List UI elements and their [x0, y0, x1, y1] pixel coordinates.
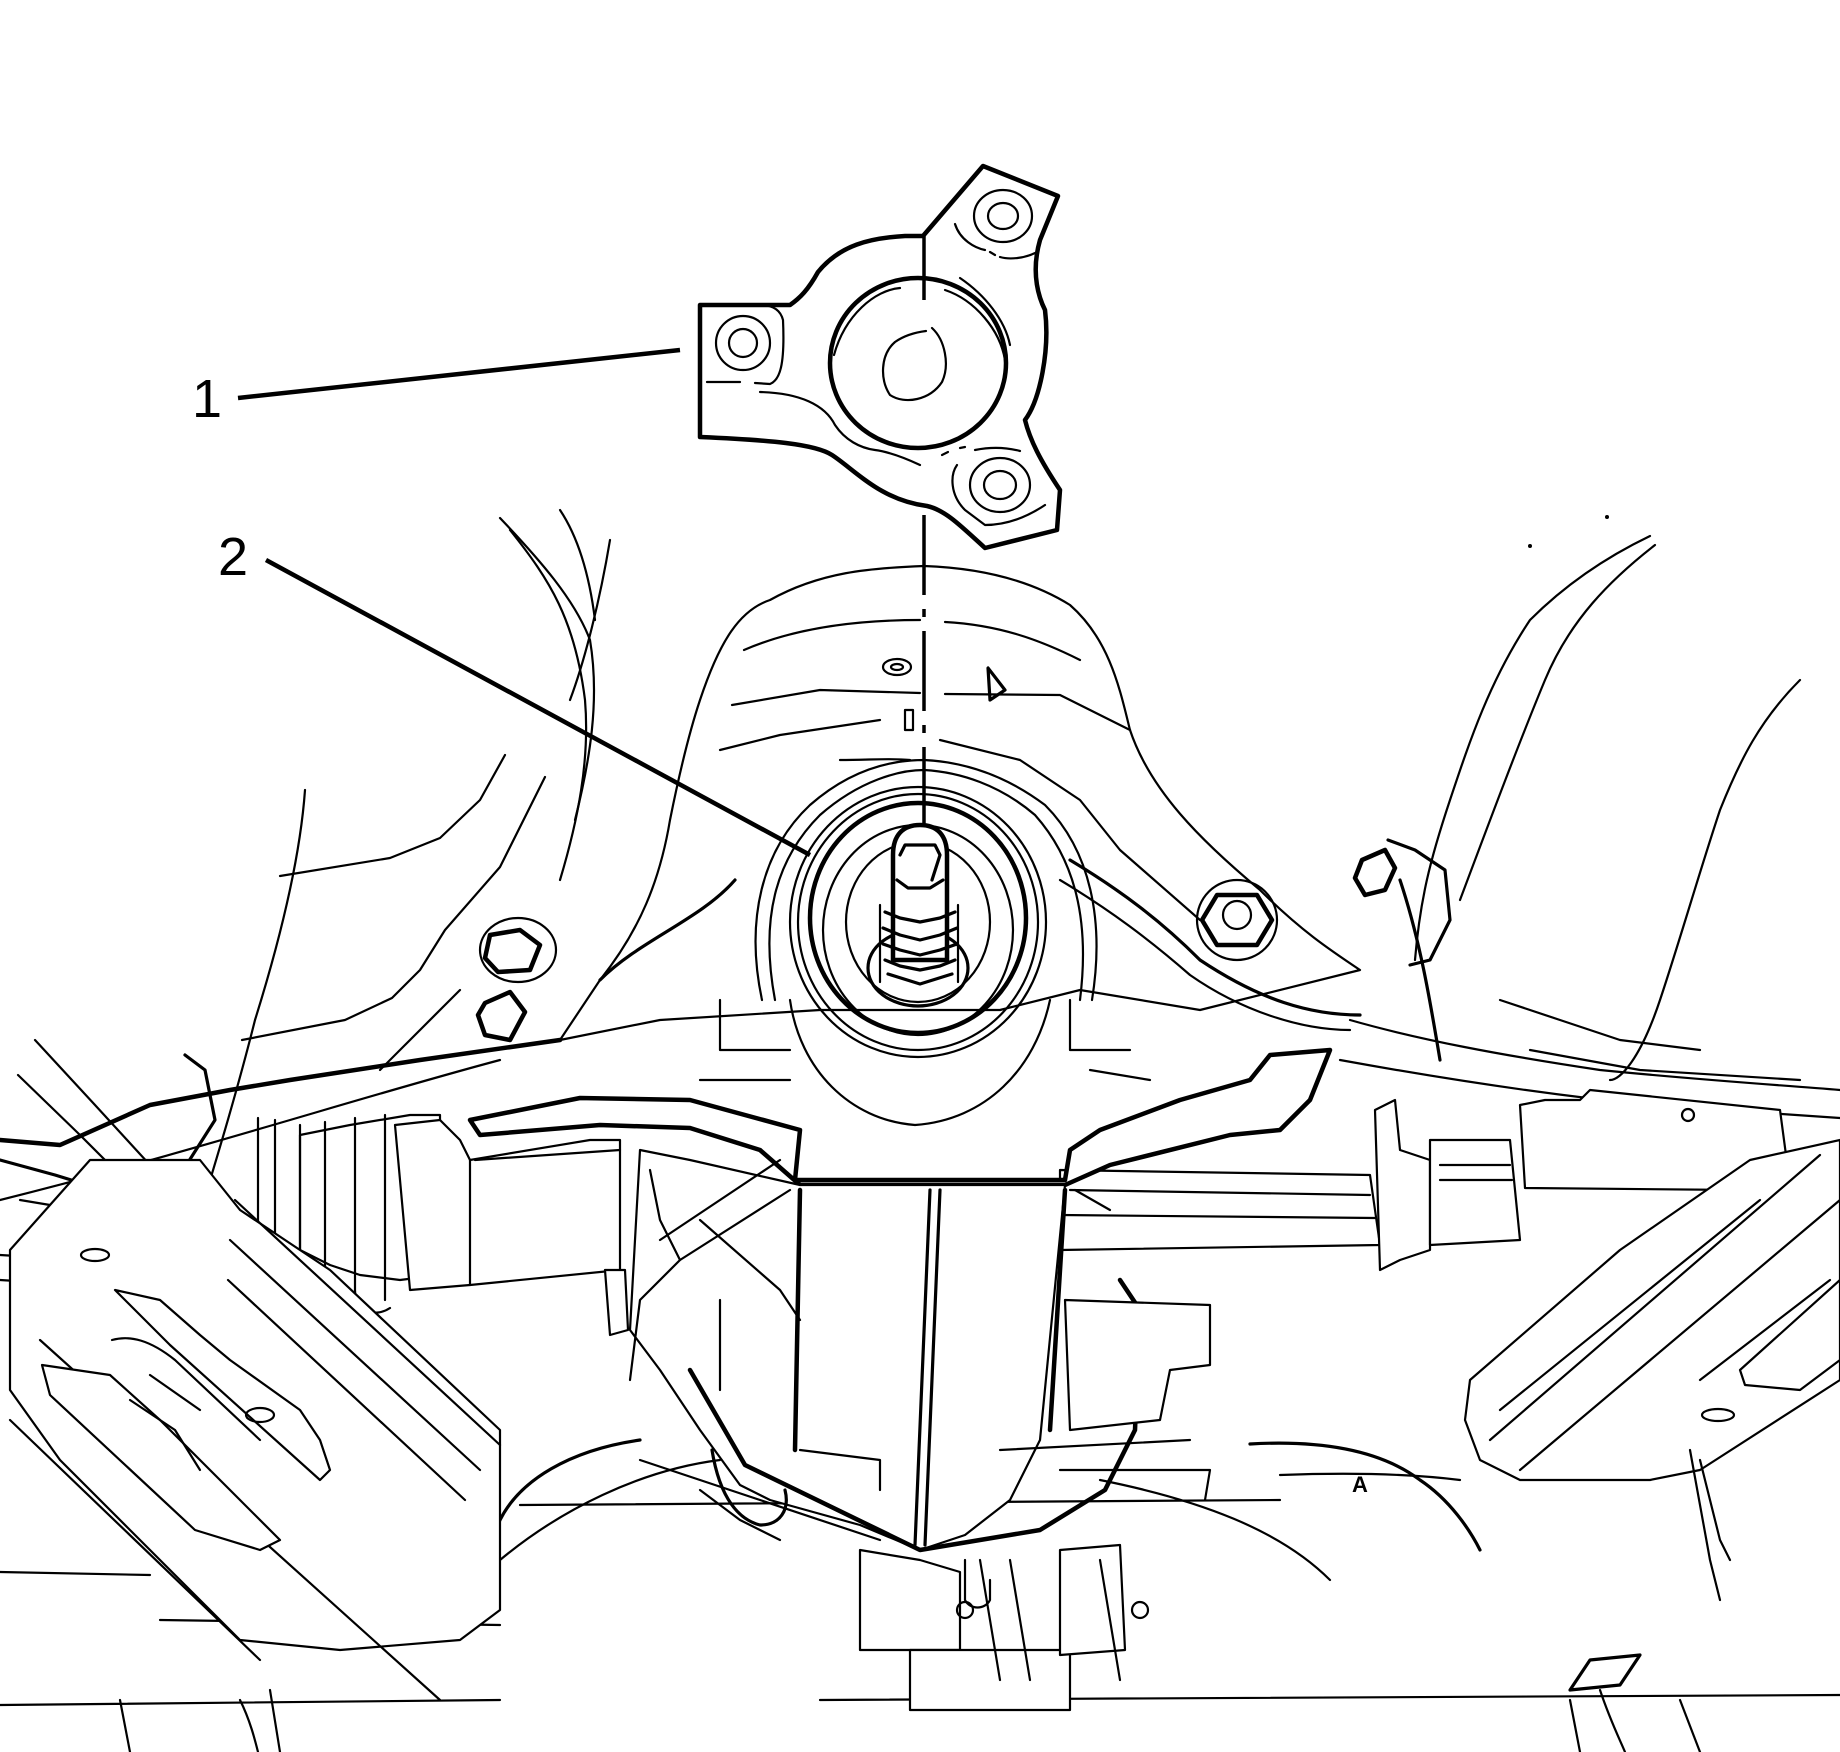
callout-1-leader [237, 347, 681, 401]
callout-1-label: 1 [192, 369, 223, 429]
callout-2-leader [264, 558, 812, 857]
reference-mark-a: A [1352, 1472, 1368, 1497]
right-axle-shaft [1058, 1088, 1792, 1272]
hex-nut-icon [1352, 838, 1452, 1062]
right-frame-rail [1463, 1138, 1840, 1602]
hex-nut-icon [475, 916, 558, 1043]
pinion-seal-assembly [788, 785, 1048, 1059]
differential-housing-lower [467, 1047, 1333, 1712]
pinion-flange-icon [697, 163, 1063, 551]
left-frame-rail [8, 1158, 502, 1702]
misc-marks [118, 515, 1702, 1752]
callout-2-label: 2 [218, 527, 249, 587]
hex-nut-icon [1195, 878, 1279, 962]
pinion-shaft [878, 822, 960, 986]
